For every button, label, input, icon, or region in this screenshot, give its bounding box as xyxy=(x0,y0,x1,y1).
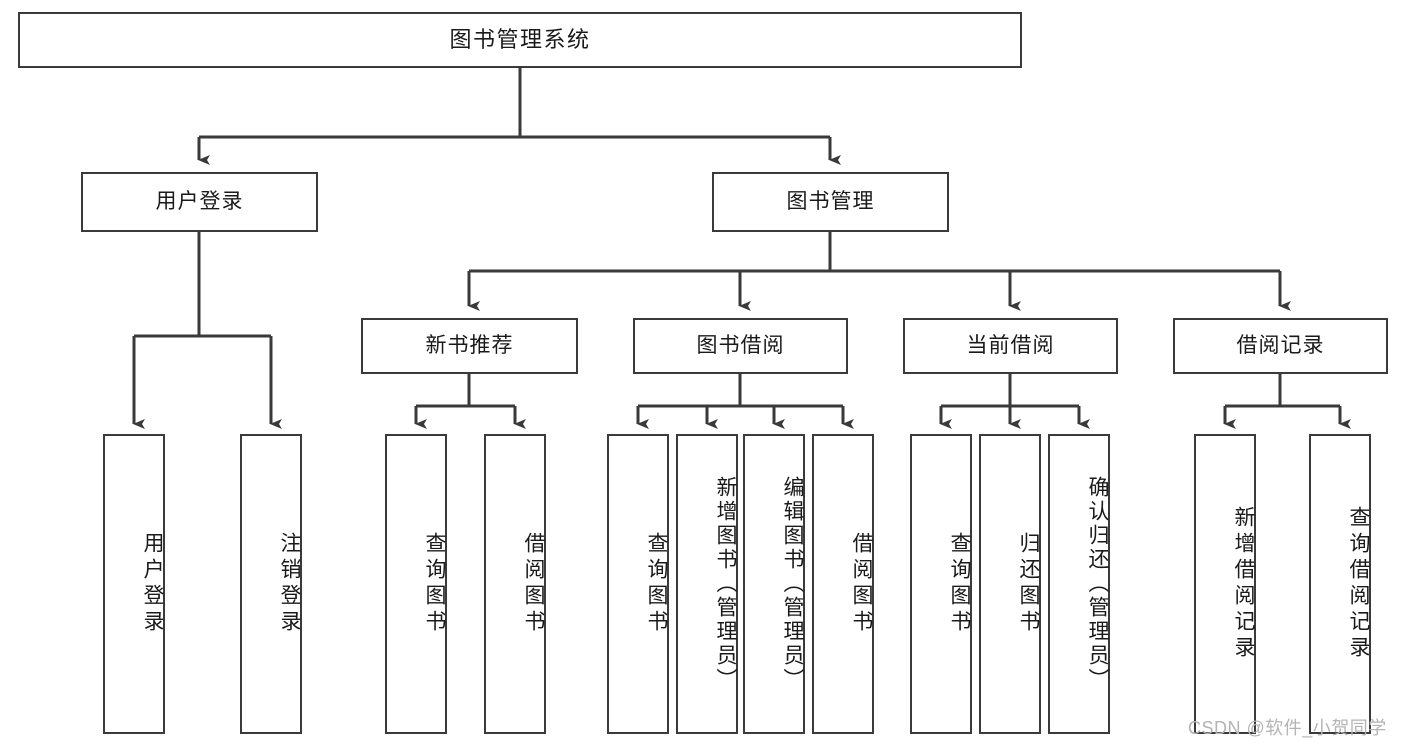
node-book-management[interactable]: 图书管理 xyxy=(712,172,949,232)
node-label: 新书推荐 xyxy=(425,334,514,358)
node-label: 借阅记录 xyxy=(1236,334,1325,358)
node-borrow-record[interactable]: 借阅记录 xyxy=(1173,318,1388,374)
leaf-borrow-edit-book-admin[interactable]: 编辑图书（管理员） xyxy=(743,434,805,734)
node-label: 图书管理系统 xyxy=(449,26,591,52)
node-label: 归还图书 xyxy=(1017,532,1040,636)
leaf-borrow-query-book[interactable]: 查询图书 xyxy=(607,434,669,734)
leaf-user-login-login[interactable]: 用户登录 xyxy=(103,434,165,734)
node-label: 确认归还（管理员） xyxy=(1086,476,1109,692)
node-label: 新增图书（管理员） xyxy=(714,476,737,692)
leaf-current-return-book[interactable]: 归还图书 xyxy=(979,434,1041,734)
node-label: 当前借阅 xyxy=(966,334,1055,358)
leaf-record-add-record[interactable]: 新增借阅记录 xyxy=(1194,434,1256,734)
node-root-system[interactable]: 图书管理系统 xyxy=(18,12,1022,68)
node-label: 查询图书 xyxy=(423,532,446,636)
leaf-user-login-logout[interactable]: 注销登录 xyxy=(240,434,302,734)
leaf-record-query-record[interactable]: 查询借阅记录 xyxy=(1309,434,1371,734)
node-label: 借阅图书 xyxy=(522,532,545,636)
leaf-current-query-book[interactable]: 查询图书 xyxy=(910,434,972,734)
node-label: 用户登录 xyxy=(141,532,164,636)
node-label: 查询图书 xyxy=(645,532,668,636)
leaf-recommend-query-book[interactable]: 查询图书 xyxy=(385,434,447,734)
node-label: 查询借阅记录 xyxy=(1347,506,1370,662)
node-label: 用户登录 xyxy=(155,190,244,214)
leaf-borrow-add-book-admin[interactable]: 新增图书（管理员） xyxy=(676,434,738,734)
leaf-current-confirm-return-admin[interactable]: 确认归还（管理员） xyxy=(1048,434,1110,734)
node-label: 图书借阅 xyxy=(696,334,785,358)
node-label: 查询图书 xyxy=(948,532,971,636)
leaf-borrow-borrow-book[interactable]: 借阅图书 xyxy=(812,434,874,734)
node-label: 借阅图书 xyxy=(850,532,873,636)
watermark: CSDN @软件_小贺同学 xyxy=(1188,718,1387,738)
node-label: 注销登录 xyxy=(278,532,301,636)
node-label: 图书管理 xyxy=(786,190,875,214)
node-label: 编辑图书（管理员） xyxy=(781,476,804,692)
node-user-login[interactable]: 用户登录 xyxy=(81,172,318,232)
node-new-book-recommend[interactable]: 新书推荐 xyxy=(361,318,578,374)
leaf-recommend-borrow-book[interactable]: 借阅图书 xyxy=(484,434,546,734)
node-label: 新增借阅记录 xyxy=(1232,506,1255,662)
node-book-borrow[interactable]: 图书借阅 xyxy=(633,318,848,374)
node-current-borrow[interactable]: 当前借阅 xyxy=(903,318,1118,374)
